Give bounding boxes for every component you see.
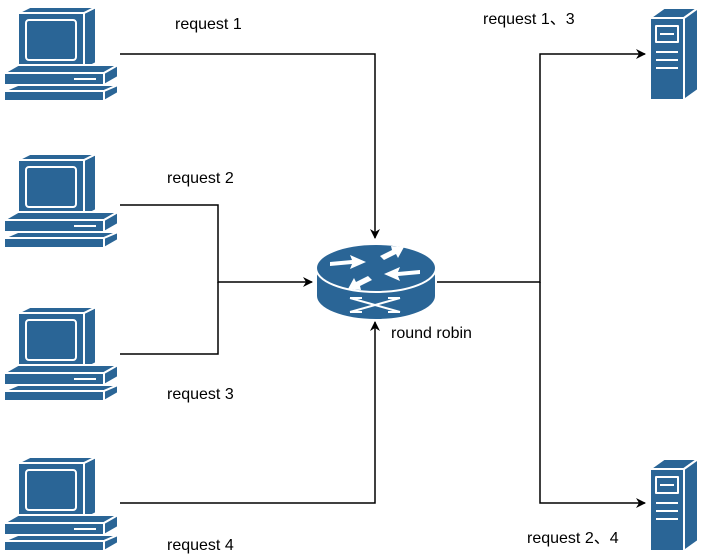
label-request-3: request 3 [167,386,234,403]
label-request-4: request 4 [167,537,234,554]
edge-request-2 [120,204,313,287]
label-round-robin: round robin [391,325,472,342]
edge-request-1 [120,53,380,239]
label-server-2: request 2、4 [527,530,619,547]
edge-to-server-2 [539,282,646,508]
server-1-icon [649,7,699,101]
connectors [120,49,646,508]
edge-request-4 [120,321,380,504]
edge-request-3 [120,282,219,355]
client-computer-2-icon [3,153,119,249]
label-request-2: request 2 [167,170,234,187]
edge-to-server-1 [436,49,646,283]
client-computer-1-icon [3,6,119,102]
server-2-icon [649,458,699,552]
client-computer-4-icon [3,456,119,552]
label-request-1: request 1 [175,16,242,33]
client-computer-3-icon [3,306,119,402]
label-server-1: request 1、3 [483,11,575,28]
router-icon [315,243,437,321]
